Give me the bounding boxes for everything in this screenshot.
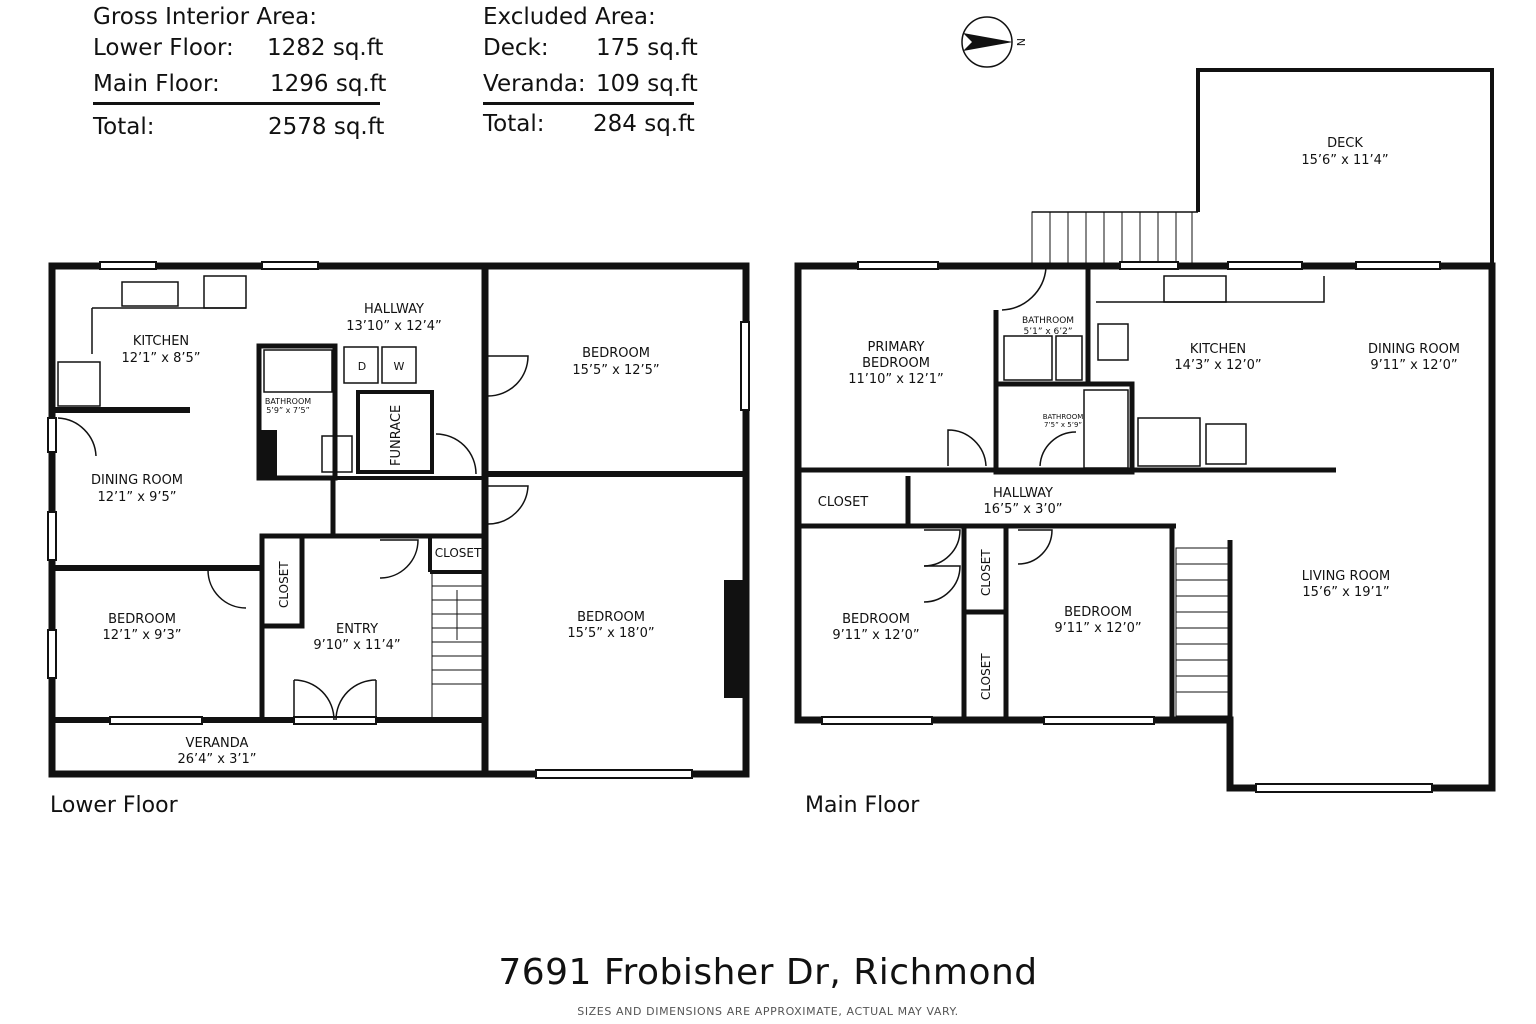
lower-floor-title: Lower Floor [50,793,178,818]
excluded-veranda-value: 109 sq.ft [596,71,698,97]
lower-closet-stair-label: CLOSET [435,546,482,560]
main-dining-dim: 9’11” x 12’0” [1370,358,1457,373]
main-closet-b-label: CLOSET [979,653,993,700]
gross-total-value: 2578 sq.ft [268,114,385,140]
main-living-dim: 15’6” x 19’1” [1302,585,1389,600]
lower-bedroom-ne-name: BEDROOM [582,346,650,361]
gross-interior-area-summary: Gross Interior Area: Lower Floor: 1282 s… [93,4,393,144]
main-dining-name: DINING ROOM [1368,342,1460,357]
main-stairs [1175,547,1229,717]
lower-dryer-label: D [358,360,366,373]
lower-closet-entry-label: CLOSET [277,561,291,608]
lower-bedroom-ne-dim: 15’5” x 12’5” [572,363,659,378]
lower-funrace-label: FUNRACE [389,405,404,466]
excluded-veranda-label: Veranda: [483,71,586,97]
lower-hallway-name: HALLWAY [364,302,424,317]
excluded-total-label: Total: [483,111,545,137]
gross-heading: Gross Interior Area: [93,4,318,30]
gross-main-label: Main Floor: [93,71,220,97]
main-bedroom-e-name: BEDROOM [1064,605,1132,620]
main-bathroom-1-dim: 5’1” x 6’2” [1024,327,1073,337]
main-closet-main-label: CLOSET [818,495,869,510]
lower-veranda-name: VERANDA [186,736,249,751]
main-primary-bedroom-dim: 11’10” x 12’1” [848,372,944,387]
gross-main-value: 1296 sq.ft [270,71,387,97]
excluded-deck-value: 175 sq.ft [596,35,698,61]
main-bathroom-2-name: BATHROOM [1043,413,1084,421]
lower-bedroom-sw-dim: 12’1” x 9’3” [102,628,181,643]
lower-entry-dim: 9’10” x 11’4” [313,638,400,653]
lower-veranda-dim: 26’4” x 3’1” [177,752,256,767]
main-hallway-name: HALLWAY [993,486,1053,501]
gross-lower-label: Lower Floor: [93,35,234,61]
main-bathroom-1-name: BATHROOM [1022,316,1074,326]
compass-arrow-icon: N [961,16,1027,68]
compass-north-label: N [1014,38,1027,46]
main-primary-bedroom-name-1: PRIMARY [868,340,925,355]
main-bedroom-e-dim: 9’11” x 12’0” [1054,621,1141,636]
lower-entry-name: ENTRY [336,622,378,637]
lower-bathroom-dim: 5’9” x 7’5” [266,406,310,415]
main-living-name: LIVING ROOM [1302,569,1390,584]
lower-kitchen-dim: 12’1” x 8’5” [121,351,200,366]
gross-total-label: Total: [93,114,155,140]
lower-stairs [431,571,483,719]
main-bathroom-2-dim: 7’5” x 5’9” [1044,421,1082,429]
main-closet-a-label: CLOSET [979,549,993,596]
excluded-area-summary: Excluded Area: Deck: 175 sq.ft Veranda: … [483,4,723,144]
lower-washer-label: W [394,360,405,373]
lower-dining-dim: 12’1” x 9’5” [97,490,176,505]
deck-outline [1196,68,1494,266]
main-floor-labels: DECK 15’6” x 11’4” PRIMARY BEDROOM 11’10… [818,136,1460,700]
main-deck-name: DECK [1327,136,1363,151]
gross-lower-value: 1282 sq.ft [267,35,384,61]
gross-divider [93,102,380,105]
lower-bedroom-se-dim: 15’5” x 18’0” [567,626,654,641]
excluded-total-value: 284 sq.ft [593,111,695,137]
lower-floor-labels: KITCHEN 12’1” x 8’5” HALLWAY 13’10” x 12… [91,302,660,767]
lower-hallway-dim: 13’10” x 12’4” [346,319,442,334]
excluded-deck-label: Deck: [483,35,549,61]
lower-dining-name: DINING ROOM [91,473,183,488]
main-bedroom-w-dim: 9’11” x 12’0” [832,628,919,643]
main-hallway-dim: 16’5” x 3’0” [983,502,1062,517]
main-bedroom-w-name: BEDROOM [842,612,910,627]
main-outer-wall [794,262,1496,792]
main-kitchen-dim: 14’3” x 12’0” [1174,358,1261,373]
lower-floor-plan [47,261,750,779]
excluded-heading: Excluded Area: [483,4,656,30]
deck-stairs [1031,211,1193,267]
lower-bedroom-sw-name: BEDROOM [108,612,176,627]
main-floor-title: Main Floor [805,793,920,818]
disclaimer-note: SIZES AND DIMENSIONS ARE APPROXIMATE, AC… [577,1005,959,1018]
property-address: 7691 Frobisher Dr, Richmond [498,952,1038,993]
excluded-divider [483,102,694,105]
main-kitchen-name: KITCHEN [1190,342,1246,357]
lower-bathroom-name: BATHROOM [265,397,311,406]
lower-kitchen-name: KITCHEN [133,334,189,349]
main-primary-bedroom-name-2: BEDROOM [862,356,930,371]
main-floor-plan [794,68,1496,793]
main-deck-dim: 15’6” x 11’4” [1301,153,1388,168]
lower-bedroom-se-name: BEDROOM [577,610,645,625]
